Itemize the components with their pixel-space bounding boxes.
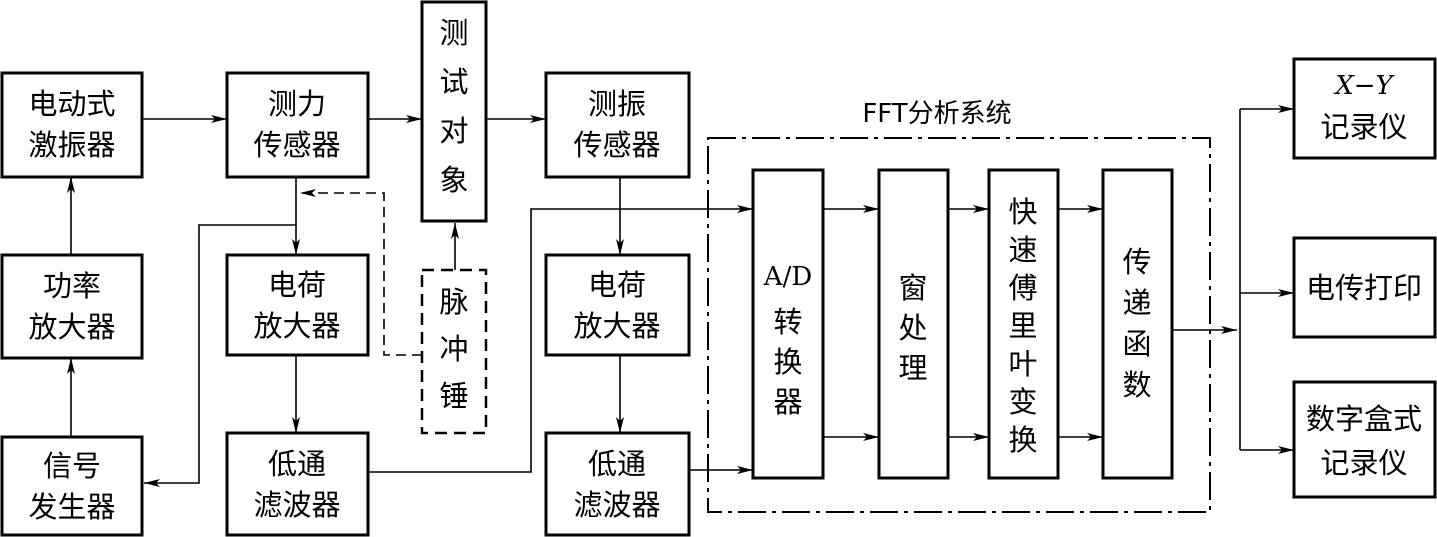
block-test-object: 测 试 对 象 [420, 0, 488, 223]
power-amp-label-line-1: 功率 [43, 269, 101, 303]
block-xy-recorder: X−Y 记录仪 [1292, 57, 1437, 160]
fft-char-5: 叶 [1008, 347, 1037, 381]
lowpass-1-label-line-1: 低通 [268, 447, 326, 481]
xy-recorder-label-top: X−Y [1333, 71, 1395, 101]
digital-recorder-label-line-2: 记录仪 [1320, 446, 1407, 480]
adc-char-3: 器 [773, 385, 802, 419]
lowpass-2-label-line-1: 低通 [588, 447, 646, 481]
block-vibration-sensor: 测振 传感器 [544, 71, 691, 179]
force-sensor-label-line-1: 测力 [268, 87, 326, 121]
vib-sensor-label-line-1: 测振 [588, 87, 646, 121]
test-object-char-1: 测 [439, 16, 468, 50]
charge-amp-1-label-line-1: 电荷 [268, 268, 326, 302]
block-charge-amplifier-2: 电荷 放大器 [544, 253, 691, 357]
block-signal-generator: 信号 发生器 [0, 435, 144, 537]
printer-label: 电传打印 [1306, 271, 1422, 305]
wire-force-branch-to-signal-gen [144, 224, 296, 487]
transfer-char-3: 函 [1122, 327, 1151, 361]
charge-amp-2-label-line-2: 放大器 [573, 309, 660, 343]
connections [67, 105, 1294, 487]
window-char-3: 理 [898, 351, 927, 385]
block-digital-cassette-recorder: 数字盒式 记录仪 [1292, 380, 1437, 499]
wire-lowpass-1-to-adc [368, 205, 753, 473]
block-power-amplifier: 功率 放大器 [0, 253, 144, 360]
transfer-char-4: 数 [1122, 368, 1151, 402]
digital-recorder-label-line-1: 数字盒式 [1306, 402, 1422, 436]
block-lowpass-filter-2: 低通 滤波器 [544, 431, 691, 537]
charge-amp-1-label-line-2: 放大器 [253, 309, 340, 343]
lowpass-1-label-line-2: 滤波器 [253, 488, 340, 522]
adc-char-1: 转 [773, 305, 802, 339]
fft-char-4: 里 [1008, 309, 1037, 343]
charge-amp-2-label-line-1: 电荷 [588, 268, 646, 302]
lowpass-2-label-line-2: 滤波器 [573, 488, 660, 522]
fft-char-7: 换 [1008, 423, 1037, 457]
block-window-processing: 窗 处 理 [877, 168, 950, 480]
fft-system-title: FFT分析系统 [862, 99, 1011, 129]
window-char-1: 窗 [898, 271, 927, 305]
window-char-2: 处 [898, 311, 927, 345]
fft-system-frame [707, 137, 1211, 513]
transfer-char-2: 递 [1122, 286, 1151, 320]
force-sensor-label-line-2: 传感器 [253, 128, 340, 162]
exciter-label-line-1: 电动式 [28, 87, 115, 121]
exciter-label-line-2: 激振器 [28, 128, 115, 162]
block-impulse-hammer: 脉 冲 锤 [420, 268, 488, 435]
signal-gen-label-line-2: 发生器 [28, 490, 115, 524]
block-transfer-function: 传 递 函 数 [1101, 168, 1174, 480]
power-amp-label-line-2: 放大器 [28, 310, 115, 344]
fft-char-6: 变 [1008, 385, 1037, 419]
test-object-char-4: 象 [439, 163, 468, 197]
block-lowpass-filter-1: 低通 滤波器 [225, 431, 370, 537]
xy-recorder-label-bottom: 记录仪 [1320, 110, 1407, 144]
fft-char-3: 傅 [1008, 271, 1037, 305]
test-object-char-2: 试 [439, 65, 468, 99]
block-exciter: 电动式 激振器 [0, 71, 144, 179]
hammer-char-3: 锤 [439, 379, 468, 413]
block-teleprinter: 电传打印 [1292, 236, 1437, 339]
block-ad-converter: A/D 转 换 器 [751, 168, 825, 480]
vib-sensor-label-line-2: 传感器 [573, 128, 660, 162]
hammer-char-1: 脉 [439, 285, 468, 319]
hammer-char-2: 冲 [439, 332, 468, 366]
transfer-char-1: 传 [1122, 245, 1151, 279]
fft-char-1: 快 [1008, 195, 1037, 229]
adc-label-top: A/D [763, 262, 812, 292]
fft-char-2: 速 [1008, 233, 1037, 267]
block-charge-amplifier-1: 电荷 放大器 [225, 253, 370, 357]
block-force-sensor: 测力 传感器 [225, 71, 370, 179]
wire-hammer-to-force-line [300, 189, 422, 356]
adc-char-2: 换 [773, 345, 802, 379]
test-object-char-3: 对 [439, 114, 468, 148]
signal-gen-label-line-1: 信号 [43, 449, 101, 483]
block-fast-fourier-transform: 快 速 傅 里 叶 变 换 [987, 168, 1060, 480]
